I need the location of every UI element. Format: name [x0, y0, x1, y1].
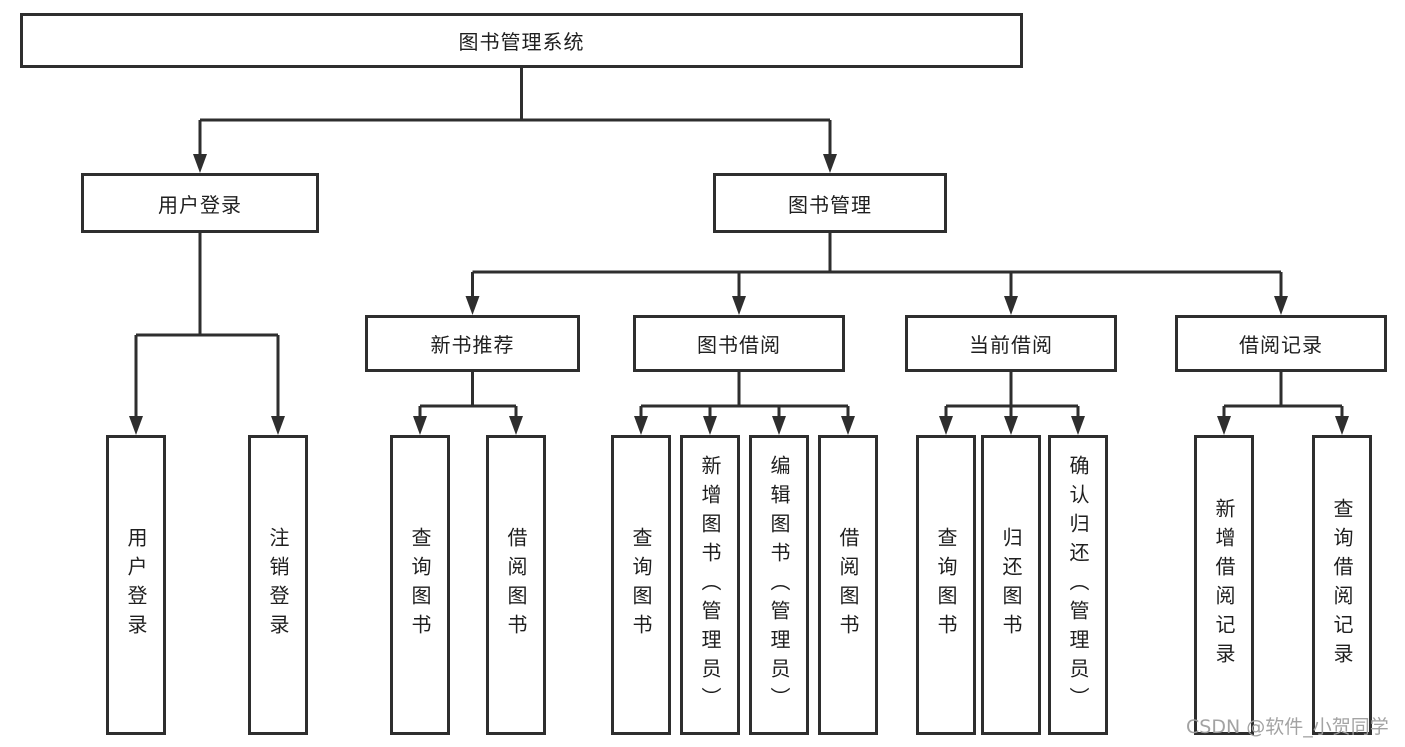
leaf-label: 查询图书 [934, 527, 958, 643]
leaf-label: 新增借阅记录 [1212, 498, 1236, 672]
leaf-label: 查询图书 [408, 527, 432, 643]
node-book-borrowing: 图书借阅 [633, 315, 845, 372]
leaf-edit-book-admin: 编辑图书（管理员） [749, 435, 809, 735]
node-borrow-records: 借阅记录 [1175, 315, 1387, 372]
node-library-system: 图书管理系统 [20, 13, 1023, 68]
leaf-logout: 注销登录 [248, 435, 308, 735]
node-new-book-recommend: 新书推荐 [365, 315, 580, 372]
leaf-label: 确认归还（管理员） [1066, 454, 1090, 716]
leaf-confirm-return-admin: 确认归还（管理员） [1048, 435, 1108, 735]
node-user-login: 用户登录 [81, 173, 319, 233]
leaf-label: 编辑图书（管理员） [767, 454, 791, 716]
arrowheads [129, 154, 1349, 435]
leaf-return-book: 归还图书 [981, 435, 1041, 735]
leaf-add-book-admin: 新增图书（管理员） [680, 435, 740, 735]
leaf-label: 用户登录 [124, 527, 148, 643]
leaf-label: 归还图书 [999, 527, 1023, 643]
leaf-label: 查询图书 [629, 527, 653, 643]
csdn-watermark: CSDN @软件_小贺同学 [1186, 716, 1389, 738]
leaf-query-books-recommend: 查询图书 [390, 435, 450, 735]
leaf-label: 借阅图书 [504, 527, 528, 643]
leaf-query-borrow-record: 查询借阅记录 [1312, 435, 1372, 735]
leaf-borrow-books-recommend: 借阅图书 [486, 435, 546, 735]
leaf-user-login: 用户登录 [106, 435, 166, 735]
leaf-add-borrow-record: 新增借阅记录 [1194, 435, 1254, 735]
leaf-label: 查询借阅记录 [1330, 498, 1354, 672]
leaf-borrow-books: 借阅图书 [818, 435, 878, 735]
leaf-query-books-borrow: 查询图书 [611, 435, 671, 735]
leaf-query-books-current: 查询图书 [916, 435, 976, 735]
leaf-label: 新增图书（管理员） [698, 454, 722, 716]
leaf-label: 注销登录 [266, 527, 290, 643]
node-current-borrowing: 当前借阅 [905, 315, 1117, 372]
leaf-label: 借阅图书 [836, 527, 860, 643]
node-book-management: 图书管理 [713, 173, 947, 233]
